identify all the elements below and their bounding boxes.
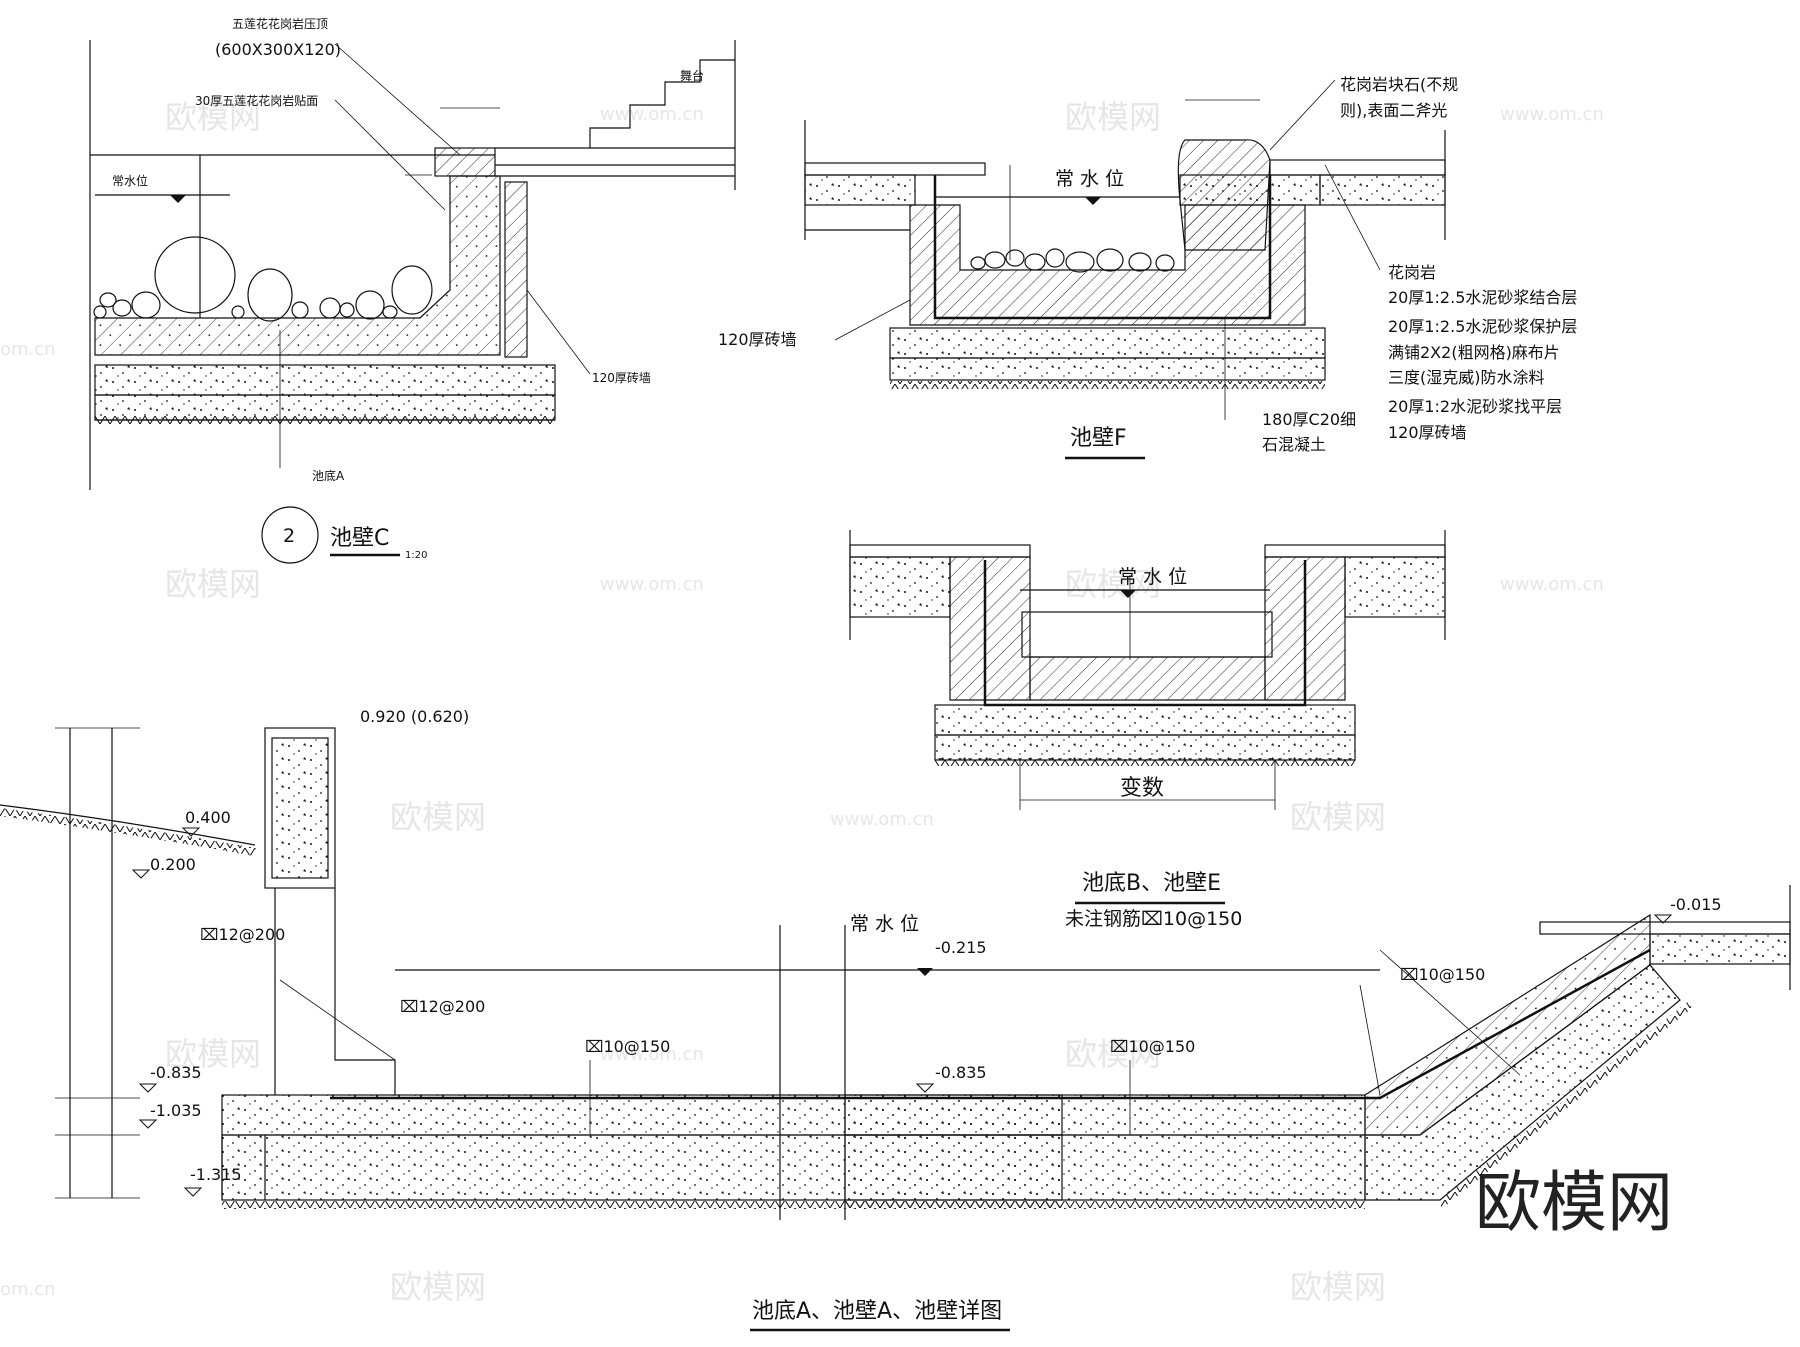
brick-wall <box>504 181 528 358</box>
watermark-url: www.om.cn <box>1500 574 1604 595</box>
watermark-url: www.om.cn <box>600 1044 704 1065</box>
label-pool-bottom: 池底A <box>312 468 345 483</box>
base-concrete <box>94 364 556 396</box>
elev-m1035: -1.035 <box>150 1101 202 1120</box>
watermark-url: www.om.cn <box>600 104 704 125</box>
label-concrete-1: 180厚C20细 <box>1262 410 1356 429</box>
watermark-brand: 欧模网 <box>390 798 486 836</box>
section-a-labels: 0.920 (0.620) 0.400 0.200 -0.835 -1.035 … <box>150 707 1722 1184</box>
watermark-brand: 欧模网 <box>1290 798 1386 836</box>
stage-steps <box>589 59 735 148</box>
section-a-drawing <box>0 727 1791 1220</box>
watermark-url: www.om.cn <box>1500 104 1604 125</box>
label-water-level: 常 水 位 <box>1055 168 1124 190</box>
section-c-drawing <box>89 40 736 490</box>
water-level-icon <box>917 968 933 976</box>
elev-top: 0.920 (0.620) <box>360 707 469 726</box>
layer-7: 120厚砖墙 <box>1388 423 1467 442</box>
watermark-url: www.om.cn <box>600 574 704 595</box>
granite-block <box>1177 139 1271 251</box>
watermark-url: www.om.cn <box>830 809 934 830</box>
label-coping-size: (600X300X120) <box>215 40 341 59</box>
label-variable: 变数 <box>1120 776 1164 801</box>
rebar-10-a: ⌧10@150 <box>585 1037 670 1056</box>
section-b-note: 未注钢筋⌧10@150 <box>1065 908 1242 930</box>
watermark-brand: 欧模网 <box>1065 1035 1161 1073</box>
pebbles-f <box>970 248 1175 273</box>
elev-m0835-left: -0.835 <box>150 1063 202 1082</box>
elev-m0835-mid: -0.835 <box>935 1063 987 1082</box>
section-f-labels: 常 水 位 花岗岩块石(不规 则),表面二斧光 120厚砖墙 180厚C20细 … <box>718 75 1577 460</box>
layer-3: 20厚1:2.5水泥砂浆保护层 <box>1388 317 1577 336</box>
label-facing: 30厚五莲花花岗岩贴面 <box>195 93 318 108</box>
rebar-12-a: ⌧12@200 <box>200 925 285 944</box>
wall-top <box>271 737 329 879</box>
layer-5: 三度(湿克威)防水涂料 <box>1388 368 1545 387</box>
water-level-icon <box>1085 197 1101 205</box>
layer-2: 20厚1:2.5水泥砂浆结合层 <box>1388 288 1577 307</box>
section-f-title: 池壁F <box>1070 426 1127 451</box>
rebar-10-c: ⌧10@150 <box>1400 965 1485 984</box>
label-concrete-2: 石混凝土 <box>1262 435 1326 454</box>
pebbles <box>93 236 433 322</box>
label-water-level: 常水位 <box>112 173 148 188</box>
label-granite-block-1: 花岗岩块石(不规 <box>1340 75 1458 94</box>
layer-4: 满铺2X2(粗网格)麻布片 <box>1388 343 1560 362</box>
water-level-icon <box>170 195 186 203</box>
watermark-brand: 欧模网 <box>390 1268 486 1306</box>
watermark-brand: 欧模网 <box>165 1035 261 1073</box>
water-level-icon <box>1120 590 1136 598</box>
layer-6: 20厚1:2水泥砂浆找平层 <box>1388 397 1562 416</box>
label-coping: 五莲花花岗岩压顶 <box>232 16 328 31</box>
wall-concrete <box>94 175 501 356</box>
label-brick-wall: 120厚砖墙 <box>592 370 651 385</box>
section-b-drawing <box>849 530 1446 810</box>
watermark-brand: 欧模网 <box>1065 98 1161 136</box>
main-title-block: 池底A、池壁A、池壁详图 <box>750 1299 1010 1332</box>
rebar-12-b: ⌧12@200 <box>400 997 485 1016</box>
watermark-brand: 欧模网 <box>1290 1268 1386 1306</box>
elev-m0215: -0.215 <box>935 938 987 957</box>
label-stage: 舞台 <box>680 68 704 83</box>
elev-m1315: -1.315 <box>190 1165 242 1184</box>
section-number-circle <box>261 506 319 564</box>
wall-left <box>949 556 1031 701</box>
label-granite-block-2: 则),表面二斧光 <box>1340 101 1447 120</box>
label-brick-wall-left: 120厚砖墙 <box>718 330 797 349</box>
main-title: 池底A、池壁A、池壁详图 <box>752 1299 1002 1324</box>
section-b-title: 池底B、池壁E <box>1082 871 1221 896</box>
waterproof-layer <box>933 175 1272 320</box>
watermark-url: om.cn <box>0 339 56 360</box>
rebar-main <box>330 948 1651 1100</box>
section-c-title: 池壁C <box>330 526 389 551</box>
rebar-10-b: ⌧10@150 <box>1110 1037 1195 1056</box>
section-f-drawing <box>804 79 1446 420</box>
layer-1: 花岗岩 <box>1388 263 1436 282</box>
section-c-scale: 1:20 <box>405 550 427 561</box>
watermark-logo-large: 欧模网 <box>1475 1164 1673 1241</box>
watermark-brand: 欧模网 <box>165 98 261 136</box>
elev-m0015: -0.015 <box>1670 895 1722 914</box>
label-water-level: 常 水 位 <box>1118 566 1187 588</box>
section-c-labels: 五莲花花岗岩压顶 (600X300X120) 30厚五莲花花岗岩贴面 舞台 常水… <box>112 16 704 564</box>
watermark-brand: 欧模网 <box>1065 565 1161 603</box>
label-water-level: 常 水 位 <box>850 913 919 935</box>
watermark-url: om.cn <box>0 1279 56 1300</box>
granite-coping <box>434 147 496 177</box>
slab <box>1029 656 1266 701</box>
elev-0200: 0.200 <box>150 855 196 874</box>
watermark-brand: 欧模网 <box>165 565 261 603</box>
watermark-layer: 欧模网 www.om.cn 欧模网 www.om.cn om.cn 欧模网 ww… <box>0 98 1673 1306</box>
section-number: 2 <box>283 525 295 547</box>
elev-0400: 0.400 <box>185 808 231 827</box>
section-b-labels: 常 水 位 变数 池底B、池壁E 未注钢筋⌧10@150 <box>1065 566 1242 930</box>
